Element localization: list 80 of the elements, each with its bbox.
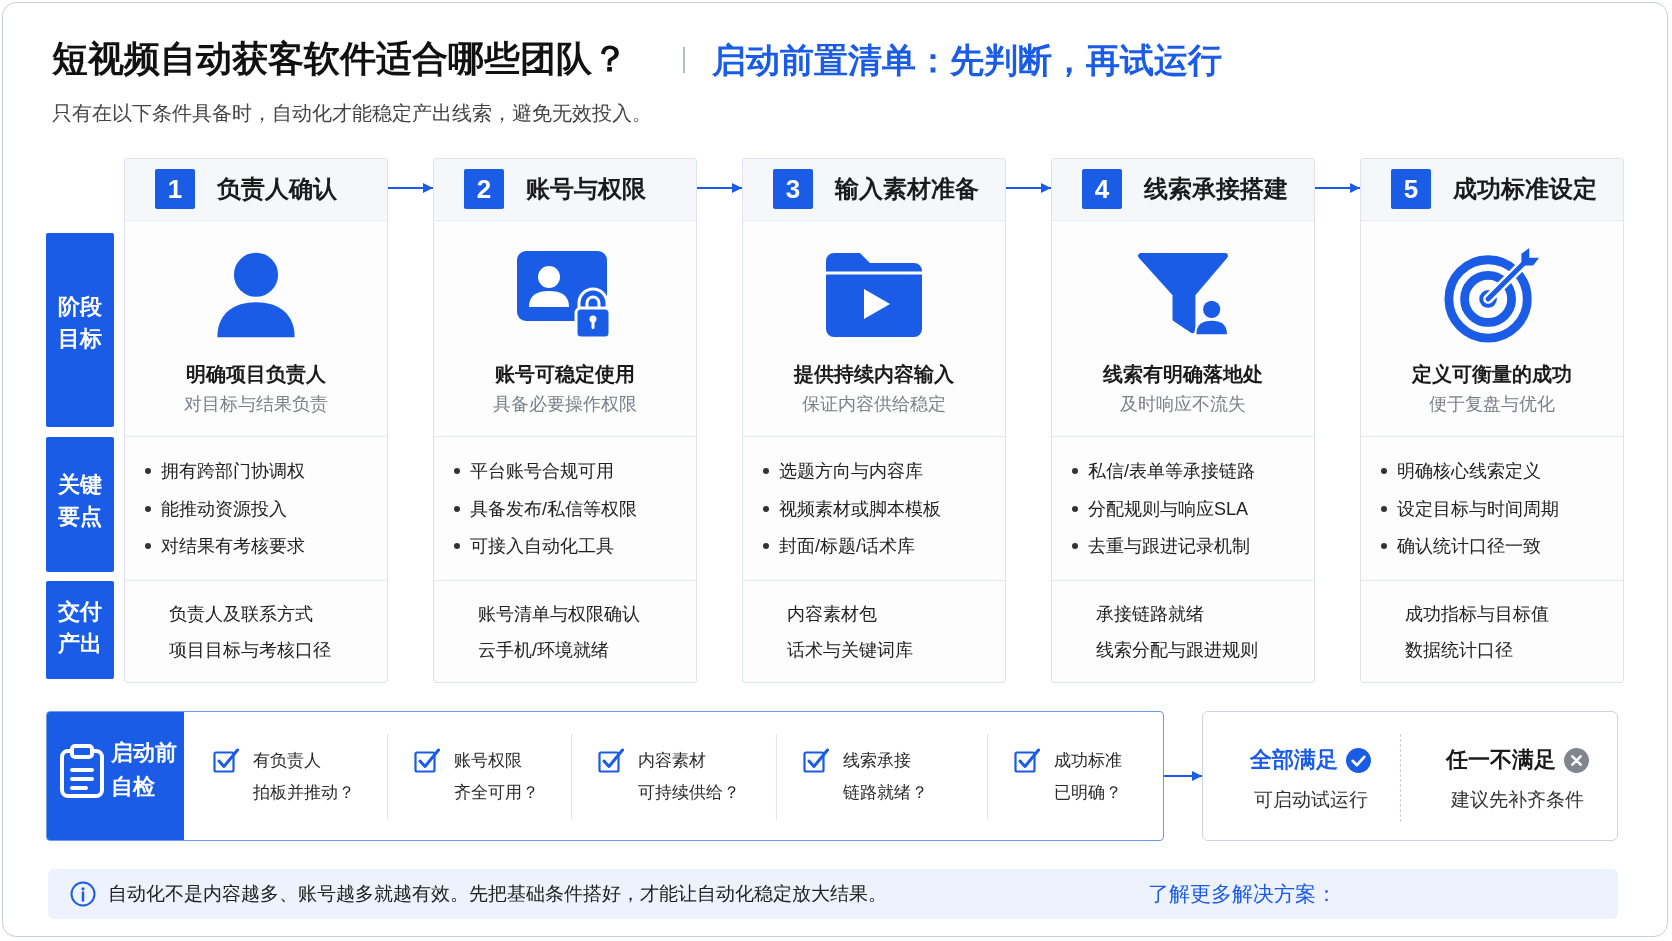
- step-title: 负责人确认: [217, 174, 337, 204]
- goal-subtitle: 对目标与结果负责: [184, 393, 328, 416]
- deliverable-item: 账号清单与权限确认: [478, 603, 640, 626]
- result-heading: 全部满足: [1250, 746, 1338, 774]
- bullet-point: 明确核心线索定义: [1397, 460, 1541, 483]
- arrow: [1314, 183, 1361, 193]
- bullet-point: 对结果有考核要求: [161, 535, 305, 558]
- step-number: 1: [155, 169, 195, 209]
- step-title: 成功标准设定: [1453, 174, 1597, 204]
- goal-title: 明确项目负责人: [186, 362, 326, 387]
- bullet-point: 平台账号合规可用: [470, 460, 614, 483]
- step-card: [1051, 158, 1315, 683]
- checklist-heading: 启动前自检: [111, 739, 177, 801]
- step-title: 输入素材准备: [835, 174, 979, 204]
- checklist-panel: [46, 711, 1164, 841]
- bullet-point: 分配规则与响应SLA: [1088, 498, 1249, 521]
- deliverable-item: 承接链路就绪: [1096, 603, 1204, 626]
- page-title: 短视频自动获客软件适合哪些团队？: [52, 37, 628, 81]
- arrow: [387, 183, 434, 193]
- check-item-text: 内容素材: [638, 750, 706, 772]
- bullet-point: 确认统计口径一致: [1397, 535, 1541, 558]
- bullet-point: 能推动资源投入: [161, 498, 287, 521]
- result-note: 可启动试运行: [1253, 788, 1368, 812]
- check-item-text: 链路就绪？: [843, 782, 928, 804]
- step-card: [742, 158, 1006, 683]
- bullet-point: 选题方向与内容库: [779, 460, 923, 483]
- goal-subtitle: 及时响应不流失: [1120, 393, 1246, 416]
- step-number: 2: [464, 169, 504, 209]
- check-item-text: 成功标准: [1054, 750, 1122, 772]
- bullet-point: 可接入自动化工具: [470, 535, 614, 558]
- goal-subtitle: 保证内容供给稳定: [802, 393, 946, 416]
- footer-note: 自动化不是内容越多、账号越多就越有效。先把基础条件搭好，才能让自动化稳定放大结果。: [108, 882, 887, 906]
- deliverable-item: 云手机/环境就绪: [478, 639, 609, 662]
- description: 只有在以下条件具备时，自动化才能稳定产出线索，避免无效投入。: [52, 101, 652, 126]
- check-item-text: 可持续供给？: [638, 782, 740, 804]
- bullet-point: 视频素材或脚本模板: [779, 498, 941, 521]
- step-card: [124, 158, 388, 683]
- bullet-point: 封面/标题/话术库: [779, 535, 915, 558]
- row-heading: 交付产出: [46, 581, 114, 679]
- goal-title: 线索有明确落地处: [1103, 362, 1263, 387]
- result-heading: 任一不满足: [1445, 746, 1556, 774]
- deliverable-item: 数据统计口径: [1405, 639, 1513, 662]
- arrow: [1005, 183, 1052, 193]
- check-item-text: 已明确？: [1054, 782, 1122, 804]
- footer-banner: [48, 869, 1618, 919]
- result-note: 建议先补齐条件: [1450, 788, 1584, 812]
- row-heading: 关键要点: [46, 437, 114, 572]
- step-card: [433, 158, 697, 683]
- step-number: 3: [773, 169, 813, 209]
- goal-title: 提供持续内容输入: [794, 362, 954, 387]
- check-item-text: 账号权限: [454, 750, 522, 772]
- step-number: 5: [1391, 169, 1431, 209]
- arrow: [696, 183, 743, 193]
- bullet-point: 拥有跨部门协调权: [161, 460, 305, 483]
- bullet-point: 私信/表单等承接链路: [1088, 460, 1255, 483]
- bullet-point: 去重与跟进记录机制: [1088, 535, 1250, 558]
- goal-title: 定义可衡量的成功: [1412, 362, 1572, 387]
- deliverable-item: 项目目标与考核口径: [169, 639, 331, 662]
- bullet-point: 设定目标与时间周期: [1397, 498, 1559, 521]
- deliverable-item: 内容素材包: [787, 603, 877, 626]
- check-item-text: 线索承接: [843, 750, 911, 772]
- deliverable-item: 线索分配与跟进规则: [1096, 639, 1258, 662]
- deliverable-item: 成功指标与目标值: [1405, 603, 1549, 626]
- step-title: 线索承接搭建: [1144, 174, 1288, 204]
- goal-title: 账号可稳定使用: [495, 362, 635, 387]
- bullet-point: 具备发布/私信等权限: [470, 498, 637, 521]
- step-number: 4: [1082, 169, 1122, 209]
- step-card: [1360, 158, 1624, 683]
- check-item-text: 拍板并推动？: [253, 782, 355, 804]
- goal-subtitle: 便于复盘与优化: [1429, 393, 1555, 416]
- more-info-link: 了解更多解决方案：: [1148, 881, 1337, 907]
- goal-subtitle: 具备必要操作权限: [493, 393, 637, 416]
- step-title: 账号与权限: [526, 174, 646, 204]
- result-panel: [1202, 711, 1618, 841]
- check-item-text: 齐全可用？: [454, 782, 539, 804]
- deliverable-item: 负责人及联系方式: [169, 603, 313, 626]
- arrow: [1163, 771, 1203, 781]
- deliverable-item: 话术与关键词库: [787, 639, 913, 662]
- row-heading: 阶段目标: [46, 233, 114, 427]
- check-item-text: 有负责人: [253, 750, 321, 772]
